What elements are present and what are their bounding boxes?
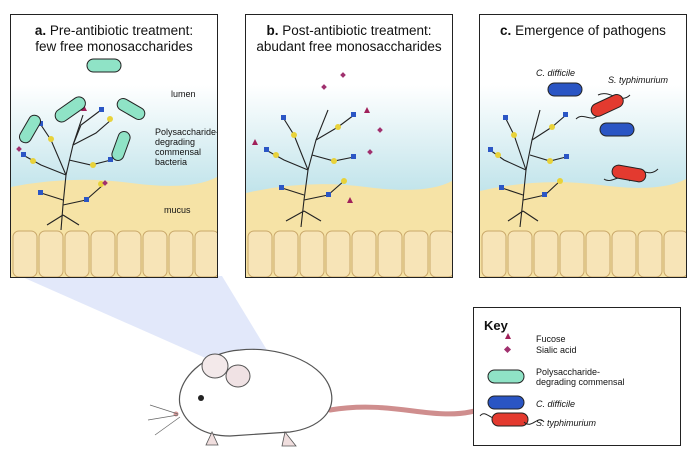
panel-a-title-line1: Pre-antibiotic treatment:	[49, 23, 194, 38]
epithelial-cells	[481, 230, 686, 277]
panel-c-title-line1: Emergence of pathogens	[515, 23, 666, 38]
panel-a-title-line2: few free monosaccharides	[35, 39, 193, 54]
mouse-whiskers	[147, 404, 181, 436]
panel-b-title: b. Post-antibiotic treatment: abudant fr…	[246, 23, 452, 55]
panel-a-title: a. Pre-antibiotic treatment: few free mo…	[11, 23, 217, 55]
mucus-label: mucus	[164, 205, 191, 215]
key-sialic-acid-label: Sialic acid	[536, 345, 577, 355]
panel-pre-antibiotic: a. Pre-antibiotic treatment: few free mo…	[10, 14, 218, 278]
commensal-bacteria	[19, 58, 146, 161]
c-difficile-bacteria	[547, 82, 635, 137]
key-commensal-line1: Polysaccharide-	[536, 367, 601, 377]
key-c-difficile-label: C. difficile	[536, 399, 576, 409]
epithelial-cells	[12, 230, 217, 277]
sugar-residues	[16, 105, 113, 202]
s-typhimurium-bacteria	[575, 93, 659, 183]
panel-post-antibiotic: b. Post-antibiotic treatment: abudant fr…	[245, 14, 453, 278]
key-title: Key	[484, 318, 508, 333]
c-difficile-label: C. difficile	[536, 68, 576, 78]
commensal-icon	[487, 369, 525, 384]
commensal-label-line4: bacteria	[155, 157, 188, 167]
epithelial-cells	[247, 230, 452, 277]
commensal-label: Polysaccharide- degrading commensal bact…	[155, 127, 218, 167]
free-monosaccharides	[252, 72, 383, 203]
s-typhimurium-label: S. typhimurium	[608, 75, 669, 85]
mouse-foot-front	[205, 431, 219, 446]
sugar-residues	[264, 112, 356, 197]
panel-c-title: c. Emergence of pathogens	[480, 23, 686, 39]
gut-scene-c	[480, 82, 686, 277]
sugar-residues	[488, 112, 569, 197]
mucin-glycan-tree	[22, 109, 112, 231]
lumen-label: lumen	[171, 89, 196, 99]
c-difficile-icon	[487, 395, 525, 410]
key-legend: Key Fucose Sialic acid Polysaccharide- d…	[473, 307, 681, 446]
gut-scene-a	[11, 58, 217, 277]
key-symbols	[479, 333, 545, 427]
panel-b-letter: b.	[266, 23, 279, 38]
sialic-acid-icon	[503, 345, 512, 354]
panel-c-letter: c.	[500, 23, 512, 38]
mouse-ear-back	[201, 353, 229, 379]
panel-b-title-line2: abudant free monosaccharides	[256, 39, 442, 54]
key-commensal-label: Polysaccharide- degrading commensal	[536, 367, 625, 387]
key-s-typhimurium-label: S. typhimurium	[536, 418, 597, 428]
key-commensal-line2: degrading commensal	[536, 377, 625, 387]
fucose-icon	[505, 333, 511, 339]
panel-b-title-line1: Post-antibiotic treatment:	[282, 23, 432, 38]
commensal-label-line2: degrading	[155, 137, 196, 147]
gut-scene-b	[246, 72, 452, 277]
s-typhimurium-icon	[479, 412, 545, 427]
mouse-ear-front	[225, 364, 251, 388]
commensal-label-line3: commensal	[155, 147, 202, 157]
commensal-label-line1: Polysaccharide-	[155, 127, 218, 137]
panel-a-letter: a.	[34, 23, 47, 38]
mouse-eye	[198, 395, 204, 401]
key-fucose-label: Fucose	[536, 334, 566, 344]
mouse-foot-back	[281, 431, 297, 447]
panel-emergence-of-pathogens: c. Emergence of pathogens C. difficile S…	[479, 14, 687, 278]
